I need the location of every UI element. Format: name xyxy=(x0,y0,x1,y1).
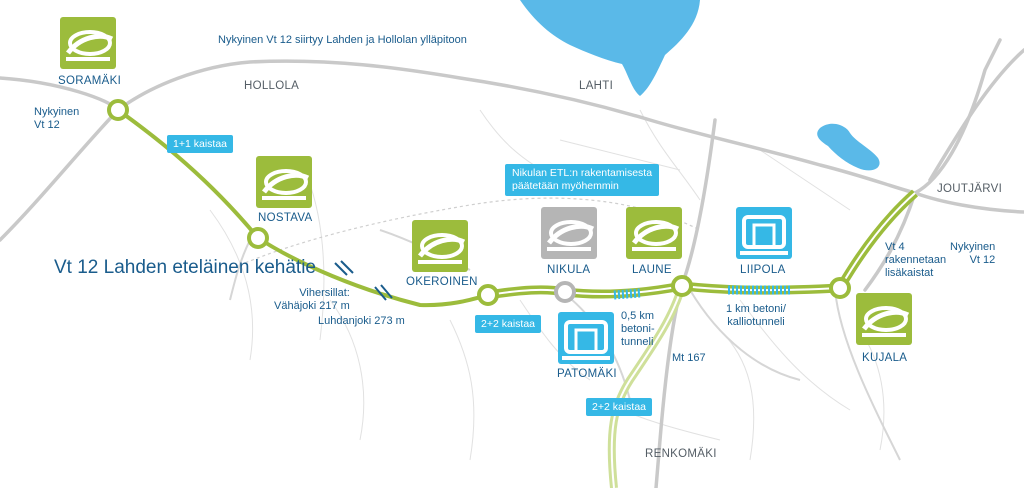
vt12-new-route-west xyxy=(116,108,489,308)
label-current-vt12-east: Nykyinen Vt 12 xyxy=(950,241,996,266)
interchange-icon xyxy=(856,293,912,345)
label-luhdanjoki: Luhdanjoki 273 m xyxy=(318,315,405,327)
note-top: Nykyinen Vt 12 siirtyy Lahden ja Hollola… xyxy=(218,34,467,46)
label-laune: LAUNE xyxy=(632,264,672,276)
badge-lanes-2plus2-south: 2+2 kaistaa xyxy=(586,398,652,416)
label-liipola: LIIPOLA xyxy=(740,264,786,276)
existing-roads xyxy=(0,38,1024,488)
label-tunnel-short: 0,5 km betoni- tunneli xyxy=(621,310,655,348)
badge-lanes-2plus2-main: 2+2 kaistaa xyxy=(475,315,541,333)
tunnel-sections xyxy=(613,285,792,300)
interchange-icon xyxy=(541,207,597,259)
area-hollola: HOLLOLA xyxy=(244,80,300,92)
interchange-icon xyxy=(412,220,468,272)
area-joutjarvi: JOUTJÄRVI xyxy=(937,183,1003,195)
tunnel-icon xyxy=(558,312,614,364)
label-nikula: NIKULA xyxy=(547,264,591,276)
node-laune xyxy=(671,275,693,297)
label-vt4: Vt 4 rakennetaan lisäkaistat xyxy=(885,241,947,279)
label-okeroinen: OKEROINEN xyxy=(406,276,478,288)
map-title: Vt 12 Lahden eteläinen kehätie xyxy=(54,257,316,278)
badge-lanes-1plus1: 1+1 kaistaa xyxy=(167,135,233,153)
label-bridges: Vihersillat: Vähäjoki 217 m xyxy=(274,287,350,312)
label-nostava: NOSTAVA xyxy=(258,212,313,224)
label-kujala: KUJALA xyxy=(862,352,908,364)
lake-east xyxy=(817,123,880,171)
node-okeroinen xyxy=(477,284,499,306)
bridge-markers xyxy=(334,260,393,301)
area-lahti: LAHTI xyxy=(579,80,614,92)
area-renkomaki: RENKOMÄKI xyxy=(645,448,717,460)
interchange-nodes xyxy=(107,99,851,306)
label-soramaki: SORAMÄKI xyxy=(58,75,122,87)
interchange-icon xyxy=(256,156,312,208)
node-nikula xyxy=(554,281,576,303)
label-current-vt12-west: Nykyinen Vt 12 xyxy=(34,106,80,131)
tunnel-icon xyxy=(736,207,792,259)
lake-north xyxy=(520,0,700,96)
node-soramaki xyxy=(107,99,129,121)
interchange-icon xyxy=(626,207,682,259)
node-kujala xyxy=(829,277,851,299)
interchange-icon xyxy=(60,17,116,69)
badge-nikula-note: Nikulan ETL:n rakentamisesta päätetään m… xyxy=(505,164,660,196)
label-mt167: Mt 167 xyxy=(672,352,706,364)
label-tunnel-long: 1 km betoni/ kalliotunneli xyxy=(726,303,786,328)
node-nostava xyxy=(247,227,269,249)
label-patomaki: PATOMÄKI xyxy=(557,368,617,380)
